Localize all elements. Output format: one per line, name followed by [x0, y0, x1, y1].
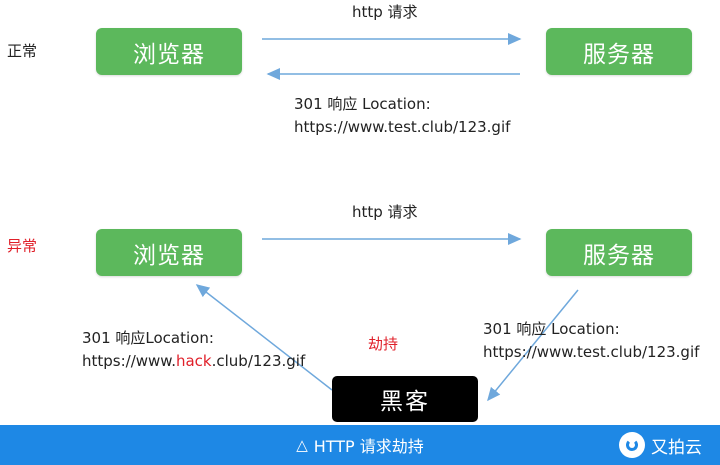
- normal-browser-box: 浏览器: [96, 28, 242, 75]
- fake-url-suffix: .club/123.gif: [211, 352, 306, 370]
- normal-request-label: http 请求: [352, 3, 418, 21]
- caption-bar: △ HTTP 请求劫持 又拍云: [0, 425, 720, 465]
- normal-response-line1: 301 响应 Location:: [294, 95, 431, 113]
- abnormal-row-label: 异常: [7, 237, 38, 255]
- fake-response-line2: https://www.hack.club/123.gif: [82, 350, 305, 373]
- abnormal-browser-box: 浏览器: [96, 229, 242, 276]
- caption-text: HTTP 请求劫持: [313, 437, 424, 456]
- normal-server-box: 服务器: [546, 28, 692, 75]
- hacker-box: 黑客: [332, 376, 478, 422]
- server-response-line1: 301 响应 Location:: [483, 320, 620, 338]
- fake-url-highlight: hack: [175, 352, 212, 370]
- abnormal-server-box: 服务器: [546, 229, 692, 276]
- server-to-hacker-arrow: [487, 289, 579, 402]
- hijack-label: 劫持: [368, 335, 399, 353]
- abnormal-request-label: http 请求: [352, 203, 418, 221]
- fake-url-prefix: https://www.: [82, 352, 176, 370]
- fake-response-line1: 301 响应Location:: [82, 329, 214, 347]
- normal-row-label: 正常: [7, 42, 38, 60]
- brand: 又拍云: [619, 431, 702, 459]
- normal-response-line2: https://www.test.club/123.gif: [294, 118, 511, 136]
- triangle-icon: △: [296, 436, 308, 454]
- caption: △ HTTP 请求劫持: [0, 425, 720, 465]
- youpaiyun-logo-icon: [619, 432, 645, 458]
- brand-name: 又拍云: [651, 437, 702, 458]
- diagram: 正常 浏览器 服务器 http 请求 301 响应 Location: http…: [7, 3, 700, 422]
- server-response-line2: https://www.test.club/123.gif: [483, 343, 700, 361]
- arrows-layer: [195, 33, 579, 402]
- hacker-to-browser-arrow: [195, 284, 333, 391]
